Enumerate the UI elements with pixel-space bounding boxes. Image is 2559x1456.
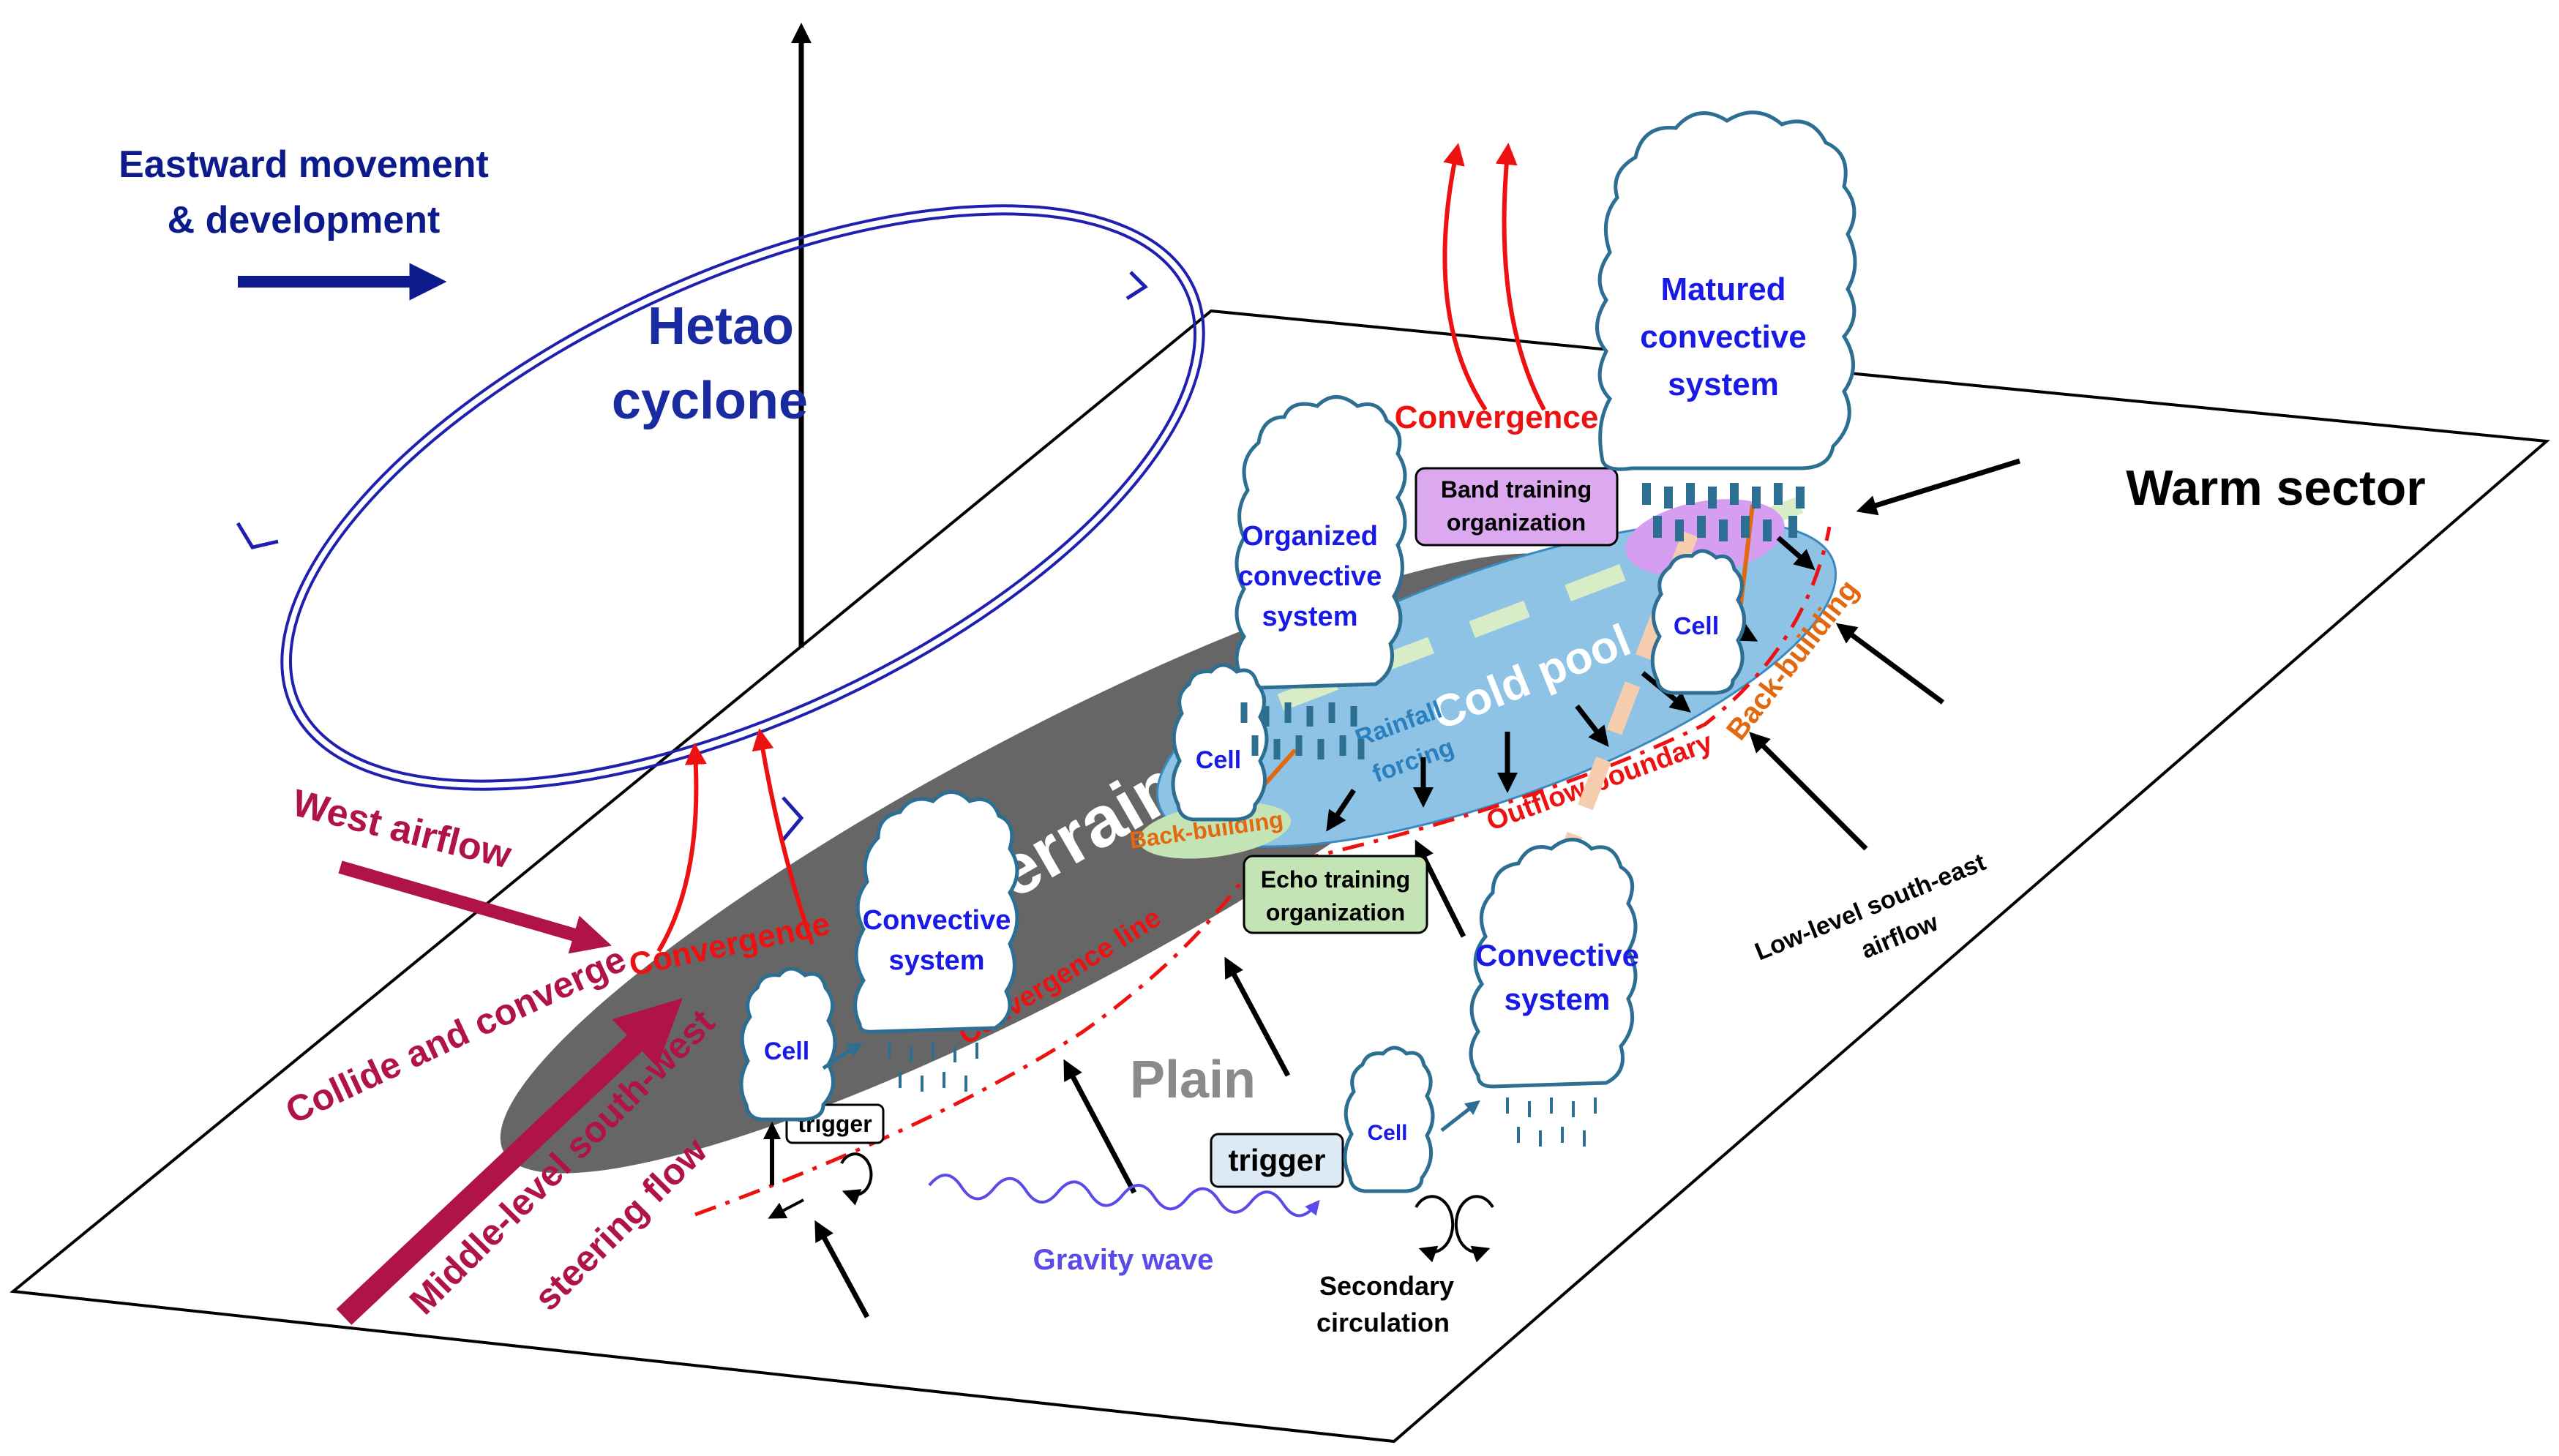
- convective-right-label-2: system: [1505, 982, 1611, 1016]
- west-airflow-label: West airflow: [288, 781, 516, 877]
- secondary-circulation-loops: [768, 1152, 1494, 1263]
- cell-growth-arrow-right: [1440, 1100, 1480, 1132]
- cell-plain-cloud: [1343, 1046, 1435, 1193]
- secondary-circulation-label-1: Secondary: [1319, 1271, 1454, 1301]
- rain-marks: [888, 483, 1805, 1147]
- cell-right-cloud: [1650, 549, 1746, 695]
- gravity-wave-label: Gravity wave: [1033, 1244, 1214, 1276]
- plain-label: Plain: [1130, 1051, 1256, 1109]
- matured-label-3: system: [1668, 367, 1779, 402]
- back-building-left-area: [1138, 802, 1292, 859]
- band-training-label-1: Band training: [1441, 476, 1592, 503]
- convergence-updraft-left-1: [656, 743, 707, 953]
- convective-left-label-2: system: [889, 945, 985, 976]
- eastward-development-label: & development: [168, 199, 441, 241]
- echo-training-label-2: organization: [1266, 899, 1405, 926]
- cell-left-label: Cell: [764, 1037, 809, 1065]
- cell-left-cloud: [739, 967, 837, 1122]
- hetao-label: Hetao: [648, 297, 794, 356]
- outflow-boundary-line: [1251, 526, 1832, 873]
- west-airflow-arrow: [338, 860, 612, 954]
- convective-system-left-cloud: [853, 790, 1019, 1034]
- cell-terrain-label: Cell: [1196, 746, 1241, 774]
- band-training-label-2: organization: [1447, 509, 1586, 536]
- cyclone-label: cyclone: [612, 372, 808, 430]
- organized-label-2: convective: [1238, 561, 1382, 592]
- convective-system-right-cloud: [1469, 838, 1638, 1089]
- organized-system-cloud: [1234, 395, 1407, 691]
- steering-flow-arrow: [336, 998, 683, 1325]
- echo-training-label-1: Echo training: [1261, 866, 1410, 893]
- convergence-updraft-top-2: [1495, 143, 1546, 411]
- convergence-updraft-left-2: [752, 728, 814, 945]
- cell-growth-arrow-left: [822, 1042, 863, 1070]
- convergence-top-label: Convergence: [1395, 399, 1599, 435]
- matured-label-2: convective: [1640, 319, 1806, 355]
- convective-left-label-1: Convective: [863, 905, 1011, 936]
- cell-plain-label: Cell: [1367, 1121, 1407, 1145]
- convergence-updraft-top-1: [1442, 143, 1488, 411]
- warm-sector-label: Warm sector: [2126, 460, 2425, 516]
- eastward-movement-label: Eastward movement: [119, 143, 489, 186]
- matured-system-cloud: [1595, 110, 1857, 471]
- convective-right-label-1: Convective: [1475, 938, 1639, 972]
- secondary-circulation-label-2: circulation: [1316, 1307, 1450, 1337]
- organized-label-3: system: [1262, 601, 1358, 632]
- organized-label-1: Organized: [1242, 521, 1378, 552]
- echo-training-box: [1243, 855, 1428, 934]
- cell-right-label: Cell: [1674, 612, 1719, 640]
- band-training-box: [1415, 467, 1619, 547]
- matured-label-1: Matured: [1660, 271, 1786, 307]
- hetao-cyclone-ring: [236, 204, 1205, 841]
- gravity-wave-line: [928, 1174, 1320, 1217]
- trigger-center-box: [1210, 1133, 1344, 1188]
- trigger-center-label: trigger: [1228, 1143, 1325, 1177]
- convergence-line: [694, 877, 1246, 1217]
